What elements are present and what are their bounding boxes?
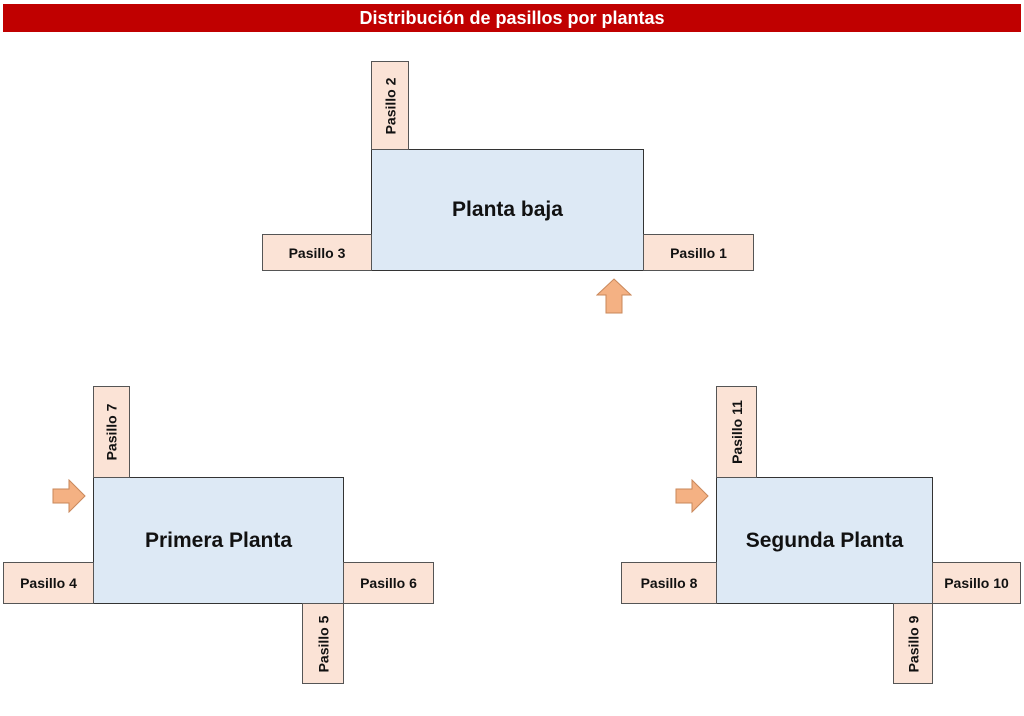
- aisle-label: Pasillo 9: [905, 615, 921, 672]
- arrow-right-icon: [52, 479, 86, 513]
- floor-segunda-planta: Segunda Planta: [716, 477, 933, 604]
- aisle-label: Pasillo 7: [103, 403, 120, 461]
- diagram-title: Distribución de pasillos por plantas: [3, 4, 1021, 32]
- floor-primera-planta: Primera Planta: [93, 477, 344, 604]
- aisle-pasillo-4: Pasillo 4: [3, 562, 94, 604]
- aisle-pasillo-10: Pasillo 10: [932, 562, 1021, 604]
- aisle-label: Pasillo 5: [315, 615, 331, 672]
- aisle-pasillo-5: Pasillo 5: [302, 603, 344, 684]
- aisle-pasillo-1: Pasillo 1: [643, 234, 754, 271]
- arrow-right-icon: [675, 479, 709, 513]
- floor-planta-baja: Planta baja: [371, 149, 644, 271]
- aisle-pasillo-8: Pasillo 8: [621, 562, 717, 604]
- aisle-pasillo-9: Pasillo 9: [893, 603, 933, 684]
- arrow-up-icon: [596, 278, 632, 314]
- aisle-pasillo-6: Pasillo 6: [343, 562, 434, 604]
- aisle-label: Pasillo 2: [382, 77, 398, 134]
- aisle-pasillo-3: Pasillo 3: [262, 234, 372, 271]
- aisle-pasillo-11: Pasillo 11: [716, 386, 757, 478]
- aisle-label: Pasillo 11: [728, 400, 745, 464]
- aisle-pasillo-2: Pasillo 2: [371, 61, 409, 150]
- aisle-pasillo-7: Pasillo 7: [93, 386, 130, 478]
